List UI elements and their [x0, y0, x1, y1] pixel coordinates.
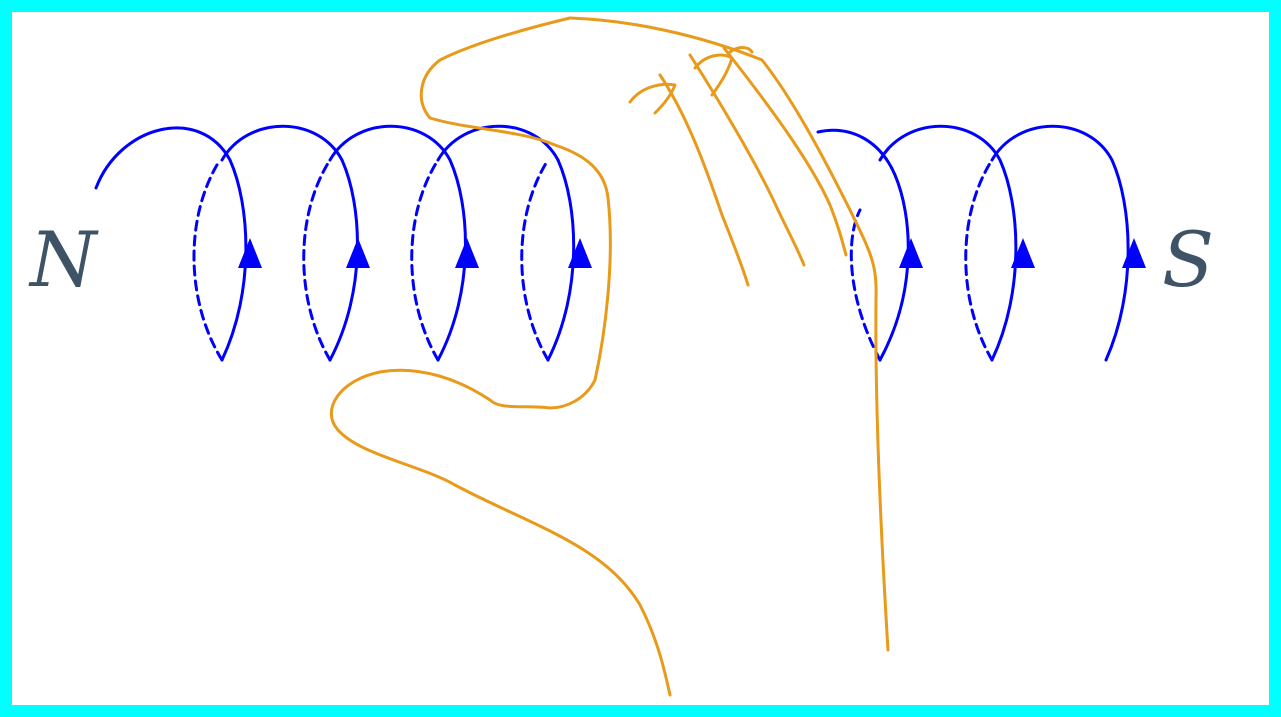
finger-line-1: [660, 75, 748, 285]
right-hand-icon: [331, 18, 888, 695]
current-arrow-icon: [1122, 238, 1146, 268]
current-arrow-icon: [238, 238, 262, 268]
south-pole-label: S: [1162, 215, 1214, 304]
knuckle-crease-2: [695, 55, 732, 95]
current-arrow-icon: [899, 238, 923, 268]
hand-back-outline: [570, 18, 888, 650]
coil-turn-5: [818, 130, 923, 360]
solenoid-coil: [96, 126, 1146, 360]
north-pole-label: N: [28, 215, 99, 304]
current-arrow-icon: [568, 238, 592, 268]
hand-thumb-and-palm-outline: [331, 18, 670, 695]
coil-turn-1: [96, 128, 262, 360]
coil-turn-2: [222, 126, 370, 360]
coil-turn-4: [438, 126, 592, 360]
coil-turn-3: [330, 126, 479, 360]
current-arrow-icon: [346, 238, 370, 268]
finger-line-2: [690, 55, 804, 265]
current-arrow-icon: [455, 238, 479, 268]
coil-turn-6: [880, 126, 1035, 360]
